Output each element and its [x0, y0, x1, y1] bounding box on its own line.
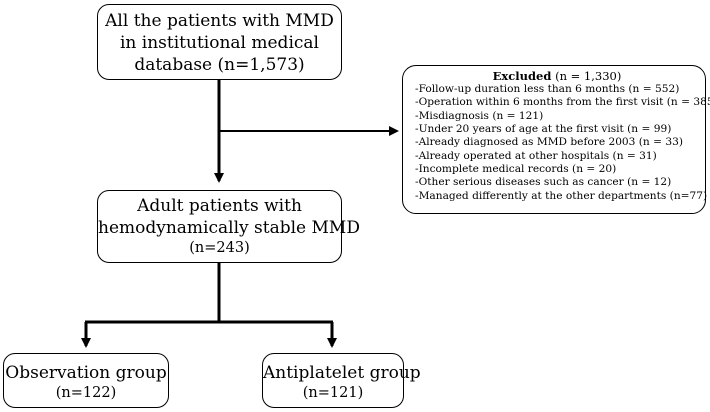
all-patients-box: All the patients with MMD in institution… [97, 4, 342, 80]
antiplatelet-group-box: Antiplatelet group (n=121) [262, 353, 421, 408]
excluded-item: -Already operated at other hospitals (n … [415, 149, 657, 162]
excluded-box: Excluded (n = 1,330) -Follow-up duration… [402, 65, 710, 214]
excluded-item: -Operation within 6 months from the firs… [415, 96, 710, 109]
adult-patients-line-1: Adult patients with [137, 196, 302, 216]
excluded-title: Excluded [492, 69, 552, 83]
observation-group-count: (n=122) [55, 385, 117, 401]
excluded-count: (n = 1,330) [555, 69, 622, 83]
antiplatelet-group-title: Antiplatelet group [263, 363, 421, 383]
adult-patients-line-2: hemodynamically stable MMD [98, 218, 360, 238]
observation-group-title: Observation group [5, 363, 167, 383]
excluded-item: -Incomplete medical records (n = 20) [415, 163, 617, 176]
excluded-item: -Already diagnosed as MMD before 2003 (n… [415, 136, 683, 149]
excluded-item: -Under 20 years of age at the first visi… [415, 123, 672, 136]
all-patients-line-3: database (n=1,573) [134, 55, 305, 75]
all-patients-line-2: in institutional medical [120, 33, 319, 53]
excluded-item: -Managed differently at the other depart… [415, 189, 708, 202]
adult-patients-box: Adult patients with hemodynamically stab… [97, 190, 360, 263]
adult-patients-count: (n=243) [189, 240, 250, 256]
excluded-item: -Misdiagnosis (n = 121) [415, 109, 544, 122]
antiplatelet-group-count: (n=121) [302, 385, 364, 401]
excluded-item: -Other serious diseases such as cancer (… [415, 176, 672, 189]
all-patients-line-1: All the patients with MMD [105, 11, 334, 31]
excluded-item: -Follow-up duration less than 6 months (… [415, 83, 680, 95]
observation-group-box: Observation group (n=122) [3, 353, 169, 408]
excluded-heading: Excluded (n = 1,330) [415, 70, 699, 83]
